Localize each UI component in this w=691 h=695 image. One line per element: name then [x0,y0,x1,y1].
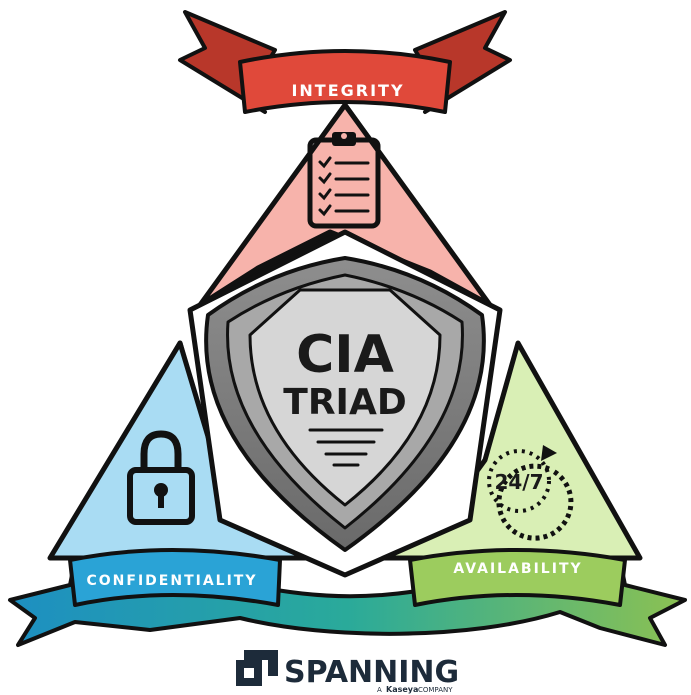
logo-sub-prefix: A [377,686,382,694]
integrity-label: INTEGRITY [291,81,404,100]
logo-sub-brand: Kaseya [386,685,418,694]
clipboard-checklist-icon [307,132,381,229]
availability-label: AVAILABILITY [453,561,582,577]
confidentiality-ribbon: CONFIDENTIALITY [68,548,282,607]
clock-text: 24/7 [494,470,543,494]
integrity-ribbon: INTEGRITY [178,10,512,114]
padlock-icon [127,430,195,525]
logo-name: SPANNING [284,655,459,690]
logo-sub-suffix: COMPANY [418,686,453,694]
logo-subtitle: A Kaseya COMPANY [377,685,453,694]
center-shield: CIA TRIAD [187,229,503,578]
clock-24-7-icon: 24/7 [487,445,574,541]
spanning-logo-icon [236,650,278,686]
spanning-logo: SPANNING A Kaseya COMPANY [236,650,459,694]
availability-ribbon: AVAILABILITY [408,548,627,607]
confidentiality-label: CONFIDENTIALITY [87,573,258,589]
center-title: CIA [296,325,394,385]
center-subtitle: TRIAD [283,382,406,423]
center-lines-decoration [308,428,384,467]
